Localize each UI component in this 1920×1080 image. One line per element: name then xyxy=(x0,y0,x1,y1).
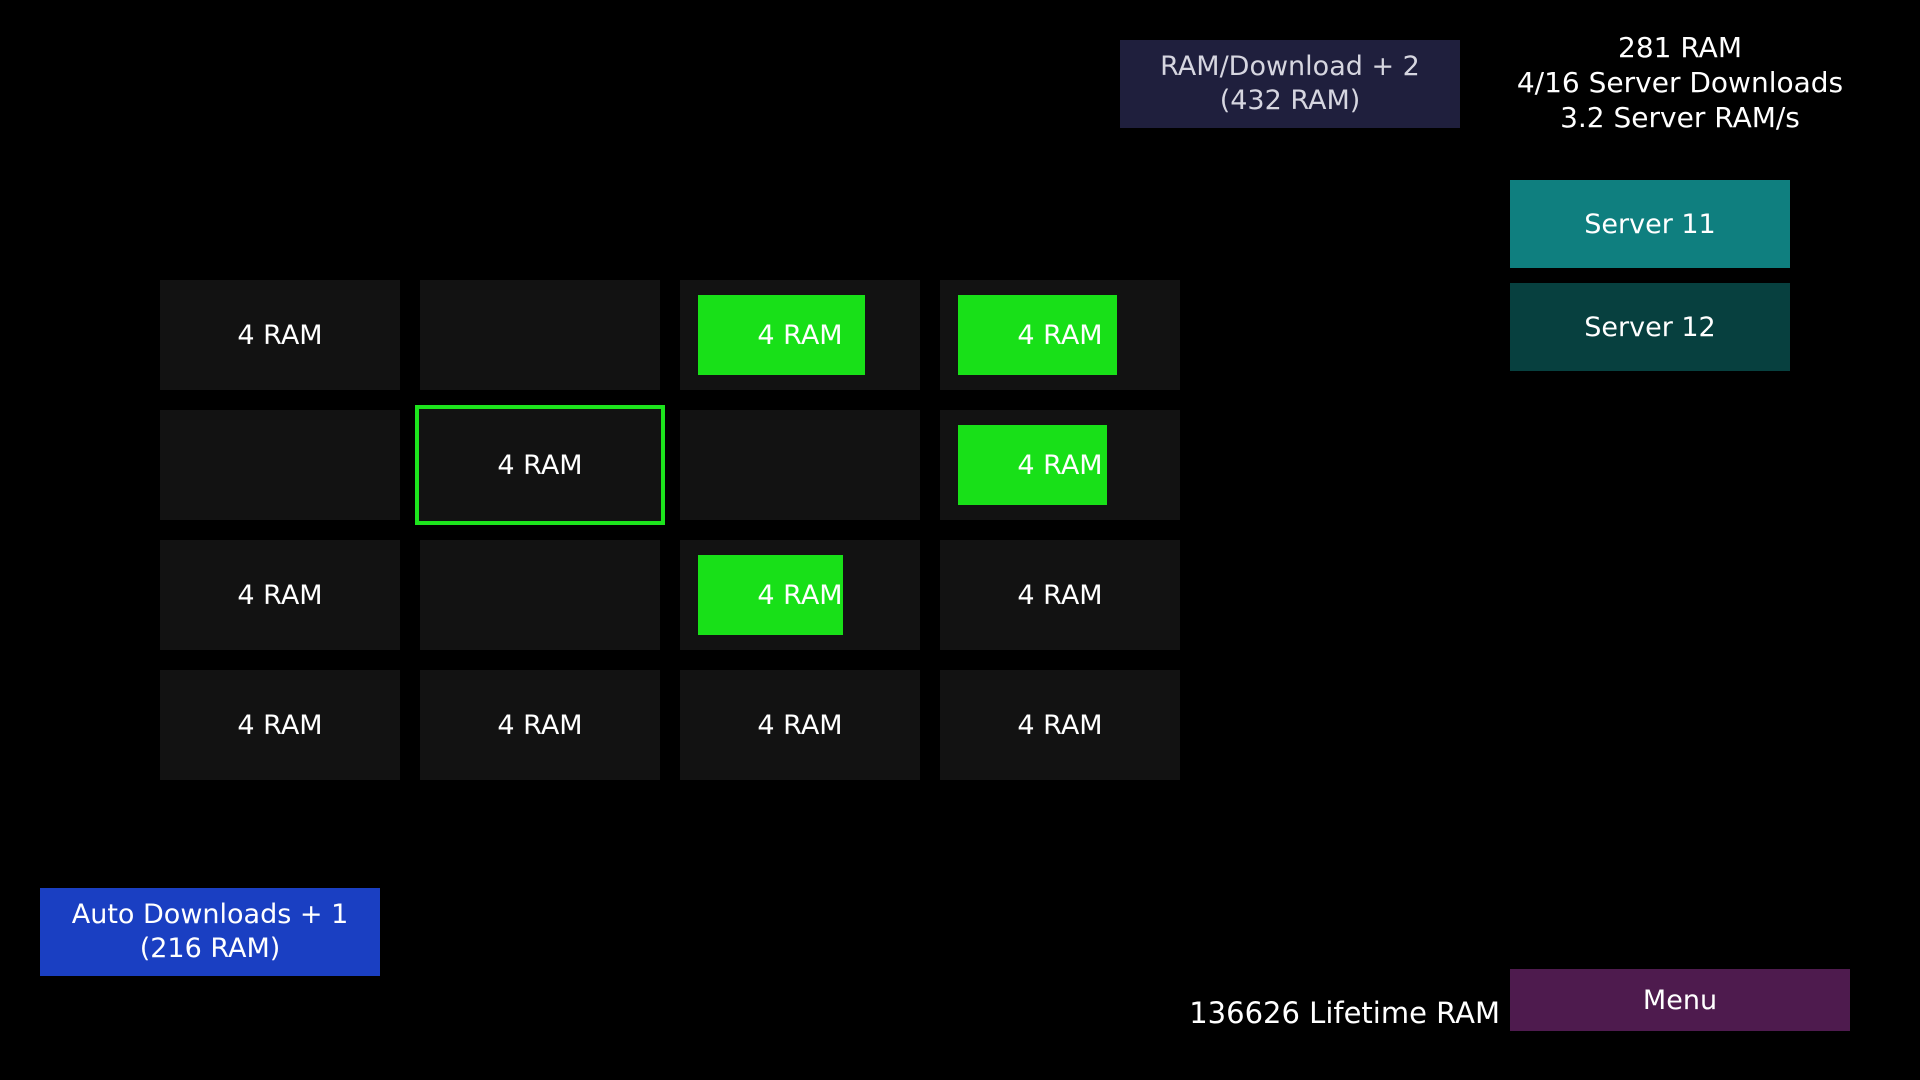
grid-cell-label: 4 RAM xyxy=(1017,579,1103,611)
ram-per-download-upgrade-button[interactable]: RAM/Download + 2 (432 RAM) xyxy=(1120,40,1460,128)
grid-cell[interactable]: 4 RAM xyxy=(160,540,400,650)
download-progress-bar xyxy=(958,425,1107,505)
ram-total: 281 RAM xyxy=(1618,31,1742,64)
grid-cell[interactable] xyxy=(420,540,660,650)
download-progress-bar xyxy=(698,295,865,375)
grid-cell-label: 4 RAM xyxy=(237,579,323,611)
server-12-button[interactable]: Server 12 xyxy=(1510,283,1790,371)
server-11-button[interactable]: Server 11 xyxy=(1510,180,1790,268)
grid-cell[interactable]: 4 RAM xyxy=(680,670,920,780)
grid-cell-label: 4 RAM xyxy=(497,709,583,741)
grid-cell-label: 4 RAM xyxy=(1017,709,1103,741)
grid-cell-label xyxy=(680,410,920,520)
grid-cell-label: 4 RAM xyxy=(237,319,323,351)
grid-cell-label: 4 RAM xyxy=(757,709,843,741)
grid-cell[interactable]: 4 RAM xyxy=(415,405,665,525)
auto-downloads-label: Auto Downloads + 1 xyxy=(71,899,349,930)
grid-cell[interactable]: 4 RAM xyxy=(680,540,920,650)
server-downloads: 4/16 Server Downloads xyxy=(1516,66,1844,99)
grid-cell-label: 4 RAM xyxy=(757,319,843,351)
grid-cell[interactable]: 4 RAM xyxy=(940,410,1180,520)
stats-panel: 281 RAM 4/16 Server Downloads 3.2 Server… xyxy=(1480,30,1880,140)
grid-cell[interactable]: 4 RAM xyxy=(940,280,1180,390)
grid-cell-label xyxy=(420,540,660,650)
menu-button[interactable]: Menu xyxy=(1510,969,1850,1031)
upgrade-label: RAM/Download + 2 xyxy=(1160,51,1420,82)
grid-cell-label: 4 RAM xyxy=(1017,449,1103,481)
grid-cell[interactable]: 4 RAM xyxy=(160,670,400,780)
grid-cell[interactable]: 4 RAM xyxy=(680,280,920,390)
grid-cell-label: 4 RAM xyxy=(1017,319,1103,351)
grid-cell[interactable]: 4 RAM xyxy=(160,280,400,390)
grid-cell-label xyxy=(160,410,400,520)
lifetime-ram: 136626 Lifetime RAM xyxy=(1189,996,1500,1030)
grid-cell[interactable] xyxy=(420,280,660,390)
grid-cell[interactable] xyxy=(680,410,920,520)
grid-cell-label: 4 RAM xyxy=(237,709,323,741)
grid-cell[interactable]: 4 RAM xyxy=(940,670,1180,780)
grid-cell[interactable]: 4 RAM xyxy=(940,540,1180,650)
download-progress-bar xyxy=(698,555,843,635)
grid-cell[interactable] xyxy=(160,410,400,520)
auto-downloads-upgrade-button[interactable]: Auto Downloads + 1 (216 RAM) xyxy=(40,888,380,976)
grid-cell-label: 4 RAM xyxy=(497,449,583,481)
grid-cell-label: 4 RAM xyxy=(757,579,843,611)
download-grid: 4 RAM 4 RAM 4 RAM 4 RAM 4 RAM 4 RAM 4 RAM 4 RAM… xyxy=(160,280,1180,780)
server-ram-rate: 3.2 Server RAM/s xyxy=(1560,101,1800,134)
download-progress-bar xyxy=(958,295,1117,375)
server-12-label: Server 12 xyxy=(1584,311,1716,343)
upgrade-cost: (432 RAM) xyxy=(1219,85,1361,116)
grid-cell[interactable]: 4 RAM xyxy=(420,670,660,780)
grid-cell-label xyxy=(420,280,660,390)
auto-downloads-cost: (216 RAM) xyxy=(139,933,281,964)
server-11-label: Server 11 xyxy=(1584,208,1716,240)
menu-label: Menu xyxy=(1642,984,1718,1016)
